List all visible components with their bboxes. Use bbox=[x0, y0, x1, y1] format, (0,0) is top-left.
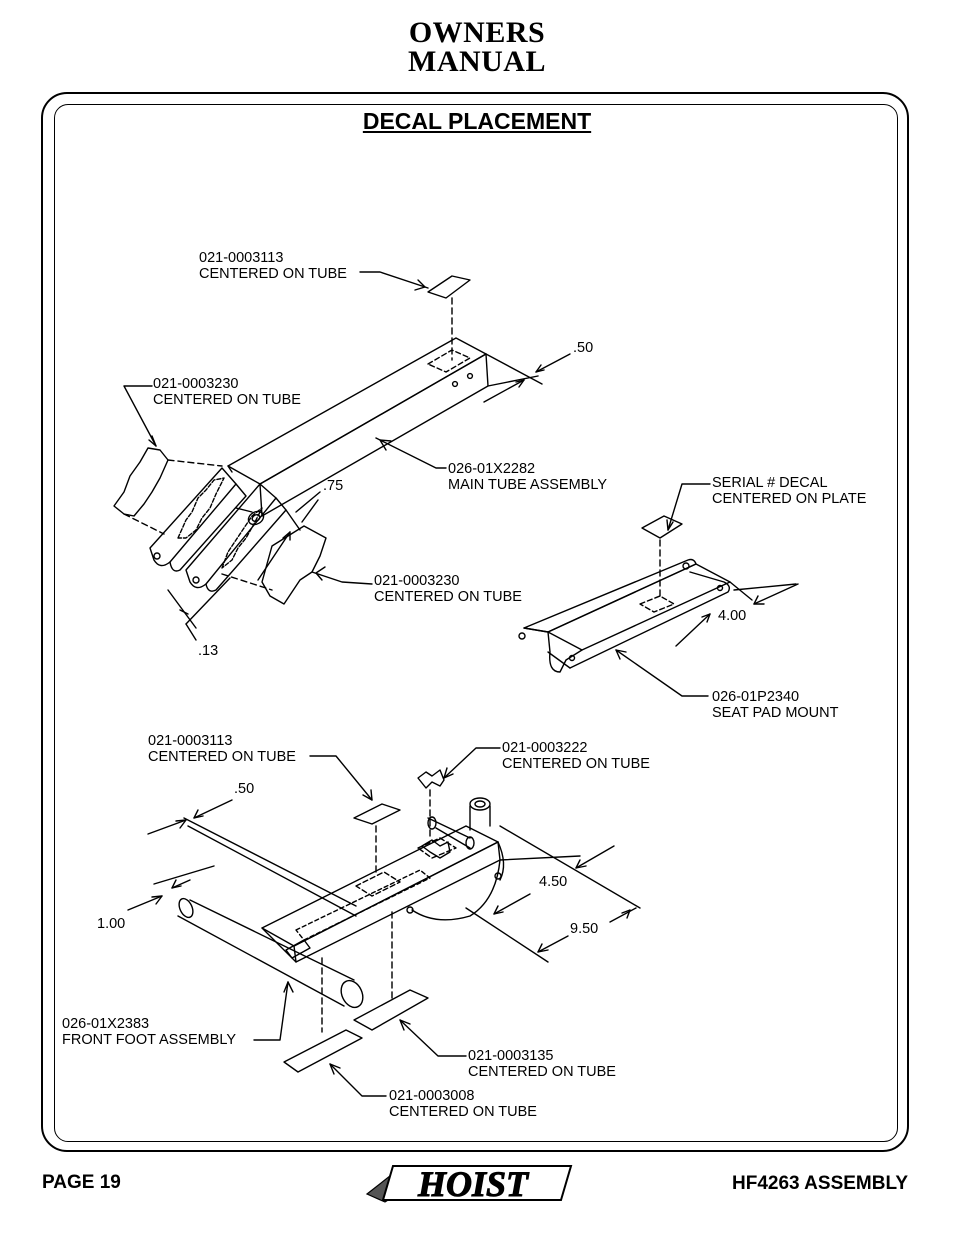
label-left-decal: 021-0003230 CENTERED ON TUBE bbox=[153, 376, 301, 408]
label-top-decal: 021-0003113 CENTERED ON TUBE bbox=[199, 250, 347, 282]
bottom-left-decal-shape bbox=[283, 1029, 363, 1073]
model-assembly: HF4263 ASSEMBLY bbox=[732, 1173, 908, 1194]
bottom-right-decal-shape bbox=[353, 989, 429, 1031]
manual-title: OWNERS MANUAL bbox=[0, 16, 954, 78]
dimension-lower-50: .50 bbox=[234, 781, 255, 797]
page-frame-outer bbox=[41, 92, 909, 1152]
manual-title-line1: OWNERS bbox=[408, 16, 546, 49]
page-frame-inner bbox=[54, 104, 898, 1142]
manual-title-line2: MANUAL bbox=[408, 45, 546, 78]
label-serial-decal: SERIAL # DECAL CENTERED ON PLATE bbox=[712, 475, 867, 507]
star-decal-shape bbox=[417, 769, 445, 789]
label-bottom-decal-left: 021-0003008 CENTERED ON TUBE bbox=[389, 1088, 537, 1120]
seat-pad-mount-drawing bbox=[518, 558, 731, 673]
dimension-75: .75 bbox=[323, 478, 344, 494]
label-right-side-decal: 021-0003230 CENTERED ON TUBE bbox=[374, 573, 522, 605]
dimension-950: 9.50 bbox=[570, 921, 599, 937]
dimension-400: 4.00 bbox=[718, 608, 747, 624]
label-main-tube-assembly: 026-01X2282 MAIN TUBE ASSEMBLY bbox=[448, 461, 608, 493]
label-seat-pad-mount: 026-01P2340 SEAT PAD MOUNT bbox=[712, 689, 839, 721]
lower-tube-assembly-drawing bbox=[177, 797, 505, 1009]
dimension-100: 1.00 bbox=[97, 916, 126, 932]
top-decal-shape bbox=[427, 275, 471, 299]
lower-top-decal-shape bbox=[353, 803, 401, 825]
label-lower-top-decal: 021-0003113 CENTERED ON TUBE bbox=[148, 733, 296, 765]
label-bottom-decal-right: 021-0003135 CENTERED ON TUBE bbox=[468, 1048, 616, 1080]
logo-text: HOIST bbox=[417, 1164, 530, 1204]
label-front-foot-assembly: 026-01X2383 FRONT FOOT ASSEMBLY bbox=[62, 1016, 237, 1048]
section-title: DECAL PLACEMENT bbox=[362, 108, 592, 134]
page-number: PAGE 19 bbox=[42, 1172, 121, 1193]
hoist-logo: HOIST bbox=[365, 1164, 573, 1205]
serial-decal-shape bbox=[641, 515, 683, 539]
label-star-decal: 021-0003222 CENTERED ON TUBE bbox=[502, 740, 650, 772]
dimension-13: .13 bbox=[198, 643, 219, 659]
dimension-top-50: .50 bbox=[573, 340, 594, 356]
dimension-450: 4.50 bbox=[539, 874, 568, 890]
